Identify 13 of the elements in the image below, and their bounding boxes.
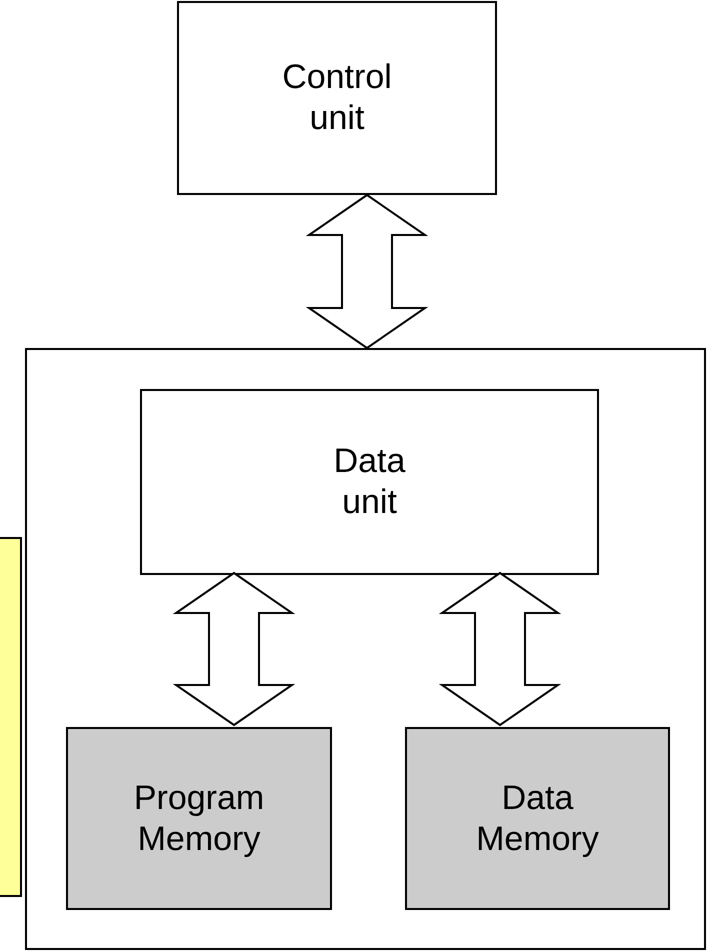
process-box	[66, 727, 332, 910]
process-box	[140, 389, 599, 575]
process-box	[177, 1, 497, 195]
box-label: Data unit	[332, 441, 406, 523]
box-label: Data Memory	[475, 778, 600, 860]
container-box	[25, 348, 706, 950]
box-label: Program Memory	[132, 778, 266, 860]
double-block-arrow	[438, 572, 562, 726]
process-box	[405, 727, 670, 910]
box-label: Control unit	[281, 57, 393, 139]
double-block-arrow	[306, 194, 428, 350]
double-block-arrow	[172, 572, 296, 726]
container-box	[0, 537, 22, 897]
